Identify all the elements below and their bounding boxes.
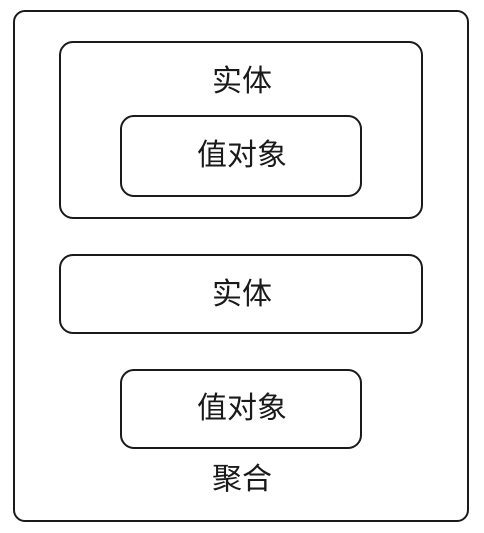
value-object-label-2: 值对象 (197, 391, 287, 426)
entity-box-2 (59, 254, 423, 334)
entity-label-1: 实体 (212, 64, 272, 99)
value-object-box-2 (120, 369, 362, 449)
aggregate-label: 聚合 (212, 462, 272, 497)
entity-label-2: 实体 (212, 277, 272, 312)
value-object-label-1: 值对象 (197, 138, 287, 173)
value-object-box-1 (120, 115, 362, 197)
